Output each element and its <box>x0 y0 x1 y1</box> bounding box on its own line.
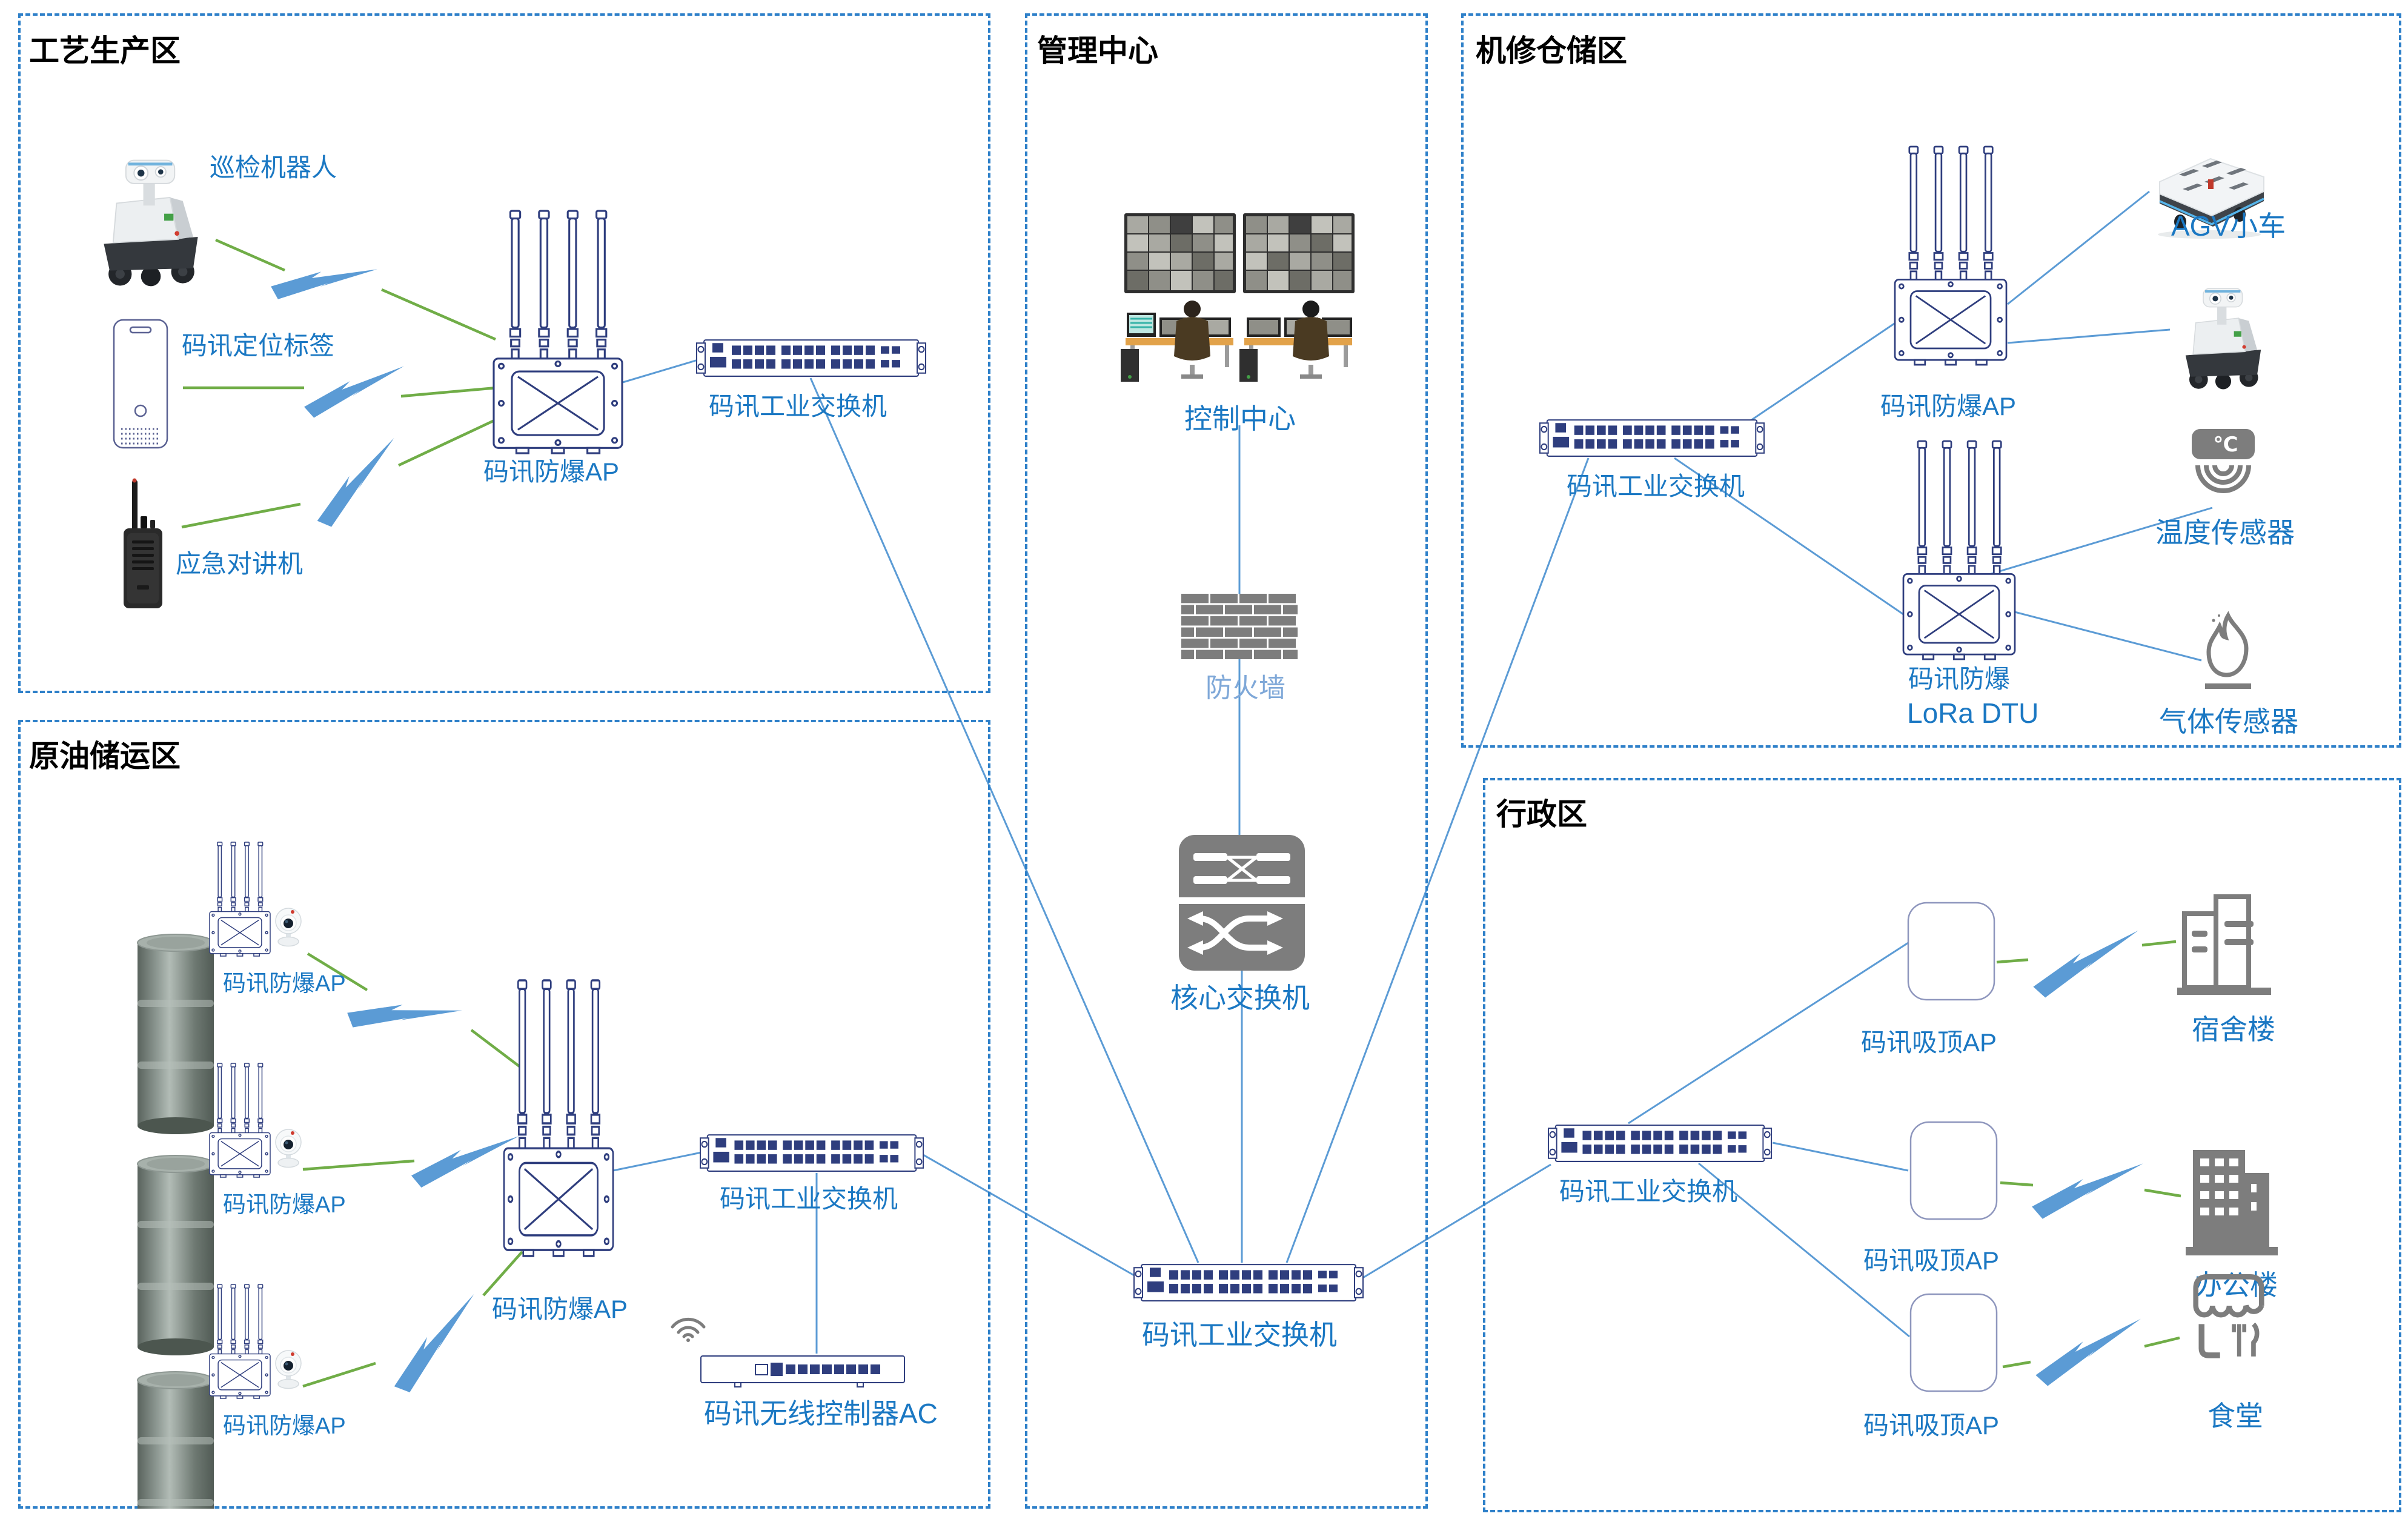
location-tag-label: 码讯定位标签 <box>182 331 335 360</box>
inspection-robot-icon <box>103 159 199 287</box>
gas-sensor-icon <box>2197 612 2260 703</box>
ceiling-ap-icon <box>1909 1293 1998 1392</box>
drum-ap-label: 码讯防爆AP <box>223 1414 346 1439</box>
admin-industrial-switch-icon <box>1547 1125 1773 1162</box>
location-tag-icon <box>113 319 168 449</box>
wireless-controller-ac-label: 码讯无线控制器AC <box>704 1398 938 1429</box>
lora-dtu-label-line2: LoRa DTU <box>1907 697 2039 729</box>
control-center-illustration <box>1121 213 1355 382</box>
zone-crude-oil-storage <box>18 720 990 1509</box>
ceiling-ap-label: 码讯吸顶AP <box>1863 1411 2000 1440</box>
center-industrial-switch-label: 码讯工业交换机 <box>1142 1319 1337 1351</box>
office-building-icon <box>2186 1150 2278 1255</box>
dormitory-building-label: 宿舍楼 <box>2192 1014 2275 1045</box>
walkie-talkie-label: 应急对讲机 <box>176 550 303 578</box>
wireless-controller-ac-icon <box>700 1355 905 1387</box>
wifi-icon <box>669 1306 708 1341</box>
camera-icon <box>275 1129 302 1168</box>
camera-icon <box>275 908 302 947</box>
drum-ap-icon <box>210 1063 270 1177</box>
industrial-switch-icon <box>695 339 927 377</box>
temperature-unit: ℃ <box>2213 433 2238 456</box>
industrial-switch-label: 码讯工业交换机 <box>709 392 887 420</box>
repair-explosion-proof-ap-label: 码讯防爆AP <box>1880 392 2017 420</box>
explosion-proof-ap-label: 码讯防爆AP <box>483 457 620 486</box>
drum-ap-icon <box>210 842 270 956</box>
oil-drum-icon <box>137 934 214 1135</box>
core-switch-label: 核心交换机 <box>1170 982 1310 1014</box>
ceiling-ap-icon <box>1909 1121 1998 1220</box>
temperature-sensor-label: 温度传感器 <box>2155 517 2295 548</box>
repair-industrial-switch-label: 码讯工业交换机 <box>1567 472 1745 500</box>
center-industrial-switch-icon <box>1133 1264 1364 1301</box>
lora-dtu-label-line1: 码讯防爆 <box>1908 665 2011 693</box>
repair-industrial-switch-icon <box>1539 419 1765 457</box>
canteen-label: 食堂 <box>2207 1400 2263 1432</box>
inspection-robot-label: 巡检机器人 <box>210 153 337 182</box>
drum-ap-icon <box>210 1284 270 1398</box>
canteen-icon <box>2183 1269 2274 1390</box>
walkie-talkie-icon <box>124 478 162 608</box>
control-center-label: 控制中心 <box>1184 403 1296 434</box>
oil-drum-icon <box>137 1155 214 1356</box>
oil-drum-clipped <box>136 1371 215 1509</box>
drum-ap-label: 码讯防爆AP <box>223 971 346 997</box>
admin-industrial-switch-label: 码讯工业交换机 <box>1559 1177 1738 1206</box>
core-switch-icon <box>1179 835 1305 971</box>
explosion-proof-ap-icon <box>494 211 622 453</box>
ceiling-ap-icon <box>1907 902 1995 1001</box>
firewall-label: 防火墙 <box>1206 673 1285 703</box>
firewall-icon <box>1181 594 1298 659</box>
ceiling-ap-label: 码讯吸顶AP <box>1861 1028 1997 1057</box>
gas-sensor-label: 气体传感器 <box>2159 706 2298 737</box>
repair-explosion-proof-ap-icon <box>1895 147 2006 365</box>
ceiling-ap-label: 码讯吸顶AP <box>1863 1246 2000 1275</box>
oil-drum-icon <box>137 1371 214 1509</box>
dormitory-building-icon <box>2177 892 2271 1001</box>
agv-cart-label: AGV小车 <box>2171 210 2286 242</box>
zone-administrative <box>1483 778 2401 1512</box>
drum-ap-label: 码讯防爆AP <box>223 1192 346 1218</box>
crude-industrial-switch-icon <box>699 1134 924 1172</box>
zone-title-mgmt: 管理中心 <box>1037 34 1158 68</box>
main-explosion-proof-ap-icon <box>504 980 613 1256</box>
zone-title-crude: 原油储运区 <box>29 739 181 773</box>
zone-title-process: 工艺生产区 <box>29 34 181 68</box>
zone-repair-warehouse <box>1461 13 2401 748</box>
zone-process-production <box>18 13 990 693</box>
main-explosion-proof-ap-label: 码讯防爆AP <box>492 1295 628 1323</box>
inspection-robot-icon <box>2185 288 2261 390</box>
camera-icon <box>275 1350 302 1389</box>
zone-title-admin: 行政区 <box>1496 797 1587 831</box>
zone-title-repair: 机修仓储区 <box>1476 34 1627 68</box>
lora-dtu-icon <box>1903 441 2015 659</box>
crude-industrial-switch-label: 码讯工业交换机 <box>720 1185 898 1213</box>
zone-management-center <box>1025 13 1428 1509</box>
